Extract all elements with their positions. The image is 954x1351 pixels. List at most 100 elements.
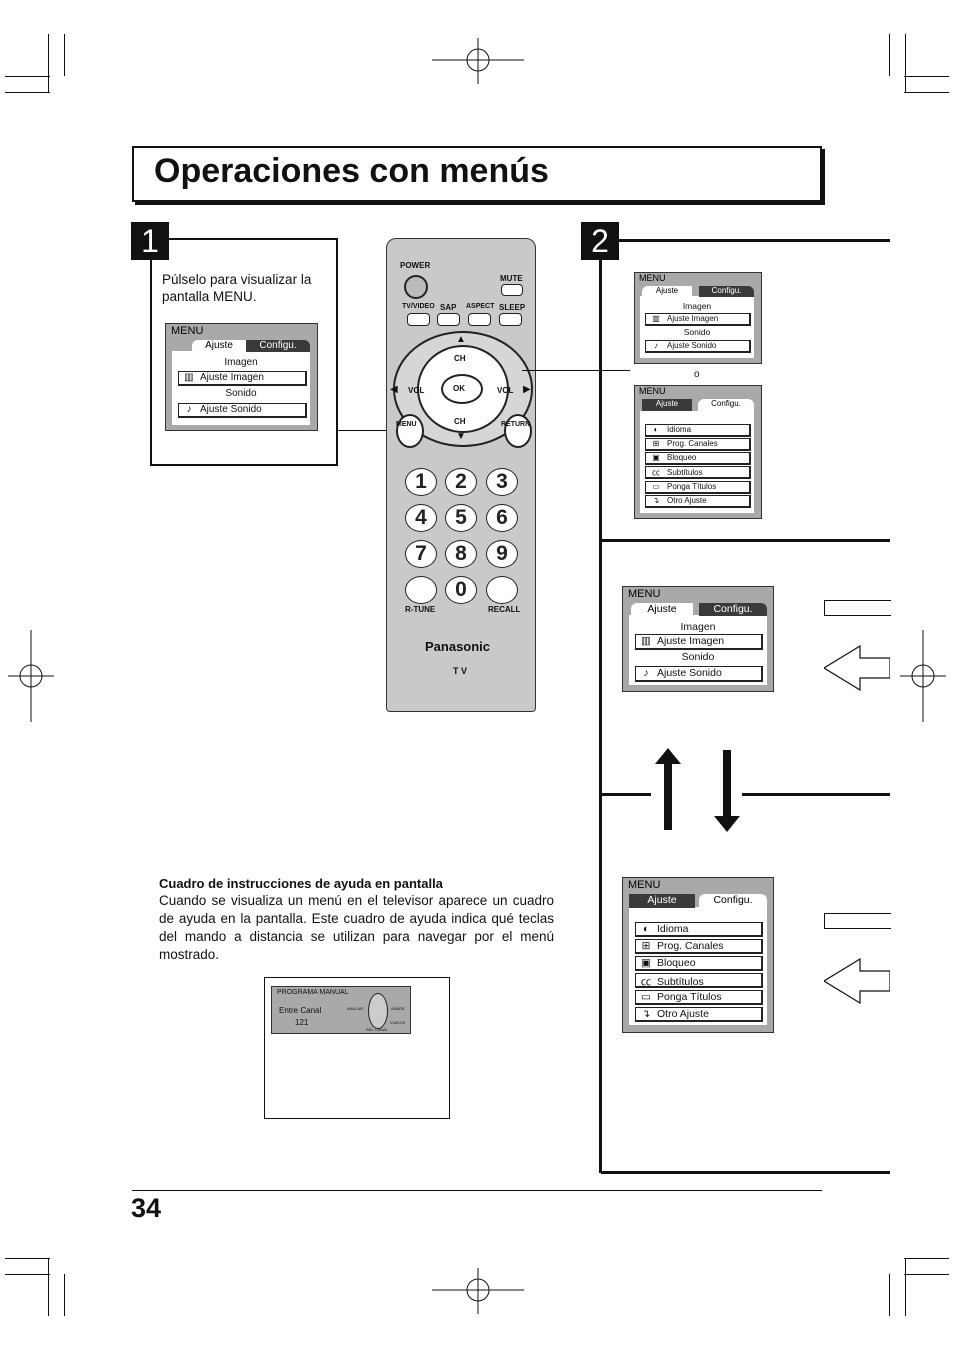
menu-label: MENU [396,421,417,428]
mute-button[interactable] [501,284,523,296]
sap-button[interactable] [437,313,460,326]
ch-up-label: CH [454,354,466,363]
imagen-label: Imagen [680,621,716,633]
digit-3-button[interactable]: 3 [486,468,518,496]
menu-header: MENU [171,325,204,337]
menu-screen-picture-small: MENU Ajuste Configu. Imagen ▥Ajuste Imag… [634,272,762,364]
recall-button[interactable] [486,576,518,604]
menu-item-label: Subtítulos [667,468,703,477]
menu-item-ajuste-sonido: ♪ Ajuste Sonido [645,340,751,353]
menu-item-label: Prog. Canales [657,940,724,952]
power-button[interactable] [404,275,428,299]
crop-mark [48,34,49,92]
tab-configu: Configu. [246,340,310,352]
channel-icon: ⊞ [641,940,651,952]
digit-7-button[interactable]: 7 [405,540,437,568]
menu-item-label: Subtítulos [657,976,704,988]
lock-icon: ▣ [652,453,660,462]
r-tune-label: R-TUNE [405,605,436,614]
tv-label: T V [453,666,468,676]
menu-item-idioma: ◐Idioma [645,424,751,437]
crop-mark [5,92,50,93]
vuelve-label: VUELVE [390,1020,406,1025]
digit-6-button[interactable]: 6 [486,504,518,532]
registration-mark [432,1268,524,1314]
arrow-down-icon [714,750,740,832]
menu-item-label: Otro Ajuste [657,1008,709,1020]
menu-button[interactable] [396,414,424,448]
digit-2-button[interactable]: 2 [445,468,477,496]
menu-item-label: Ajuste Sonido [667,341,717,350]
digit-5-button[interactable]: 5 [445,504,477,532]
crop-mark [5,1274,50,1275]
step2-number: 2 [581,222,619,260]
arrow-up-icon[interactable]: ▲ [456,334,466,345]
menu-item-ponga-titulos: ▭Ponga Títulos [645,481,751,494]
page-title-box: Operaciones con menús [132,146,822,202]
digit-9-button[interactable]: 9 [486,540,518,568]
menu-item-label: Ajuste Imagen [657,635,725,647]
callout-line [336,430,394,431]
menu-screen-setup-large: MENU Ajuste Configu. ◐Idioma ⊞Prog. Cana… [622,877,774,1033]
arrow-left-icon[interactable]: ◀ [390,384,398,395]
other-settings-icon: ↴ [641,1008,651,1020]
tab-ajuste: Ajuste [629,894,695,908]
help-text: Cuando se visualiza un menú en el televi… [159,893,554,962]
menu-item-bloqueo: ▣Bloqueo [645,452,751,465]
picture-icon: ▥ [652,314,660,323]
help-title: Cuadro de instrucciones de ayuda en pant… [159,876,443,891]
power-label: POWER [400,261,431,270]
arrow-right-icon[interactable]: ▶ [523,384,531,395]
nav-pad-icon [368,993,388,1029]
menu-item-label: Ajuste Imagen [667,314,719,323]
arrow-down-icon[interactable]: ▼ [456,431,466,442]
ch-down-label: CH [454,417,466,426]
digit-1-button[interactable]: 1 [405,468,437,496]
menu-item-ajuste-sonido: ♪Ajuste Sonido [635,666,763,682]
crop-mark [904,76,949,77]
tab-ajuste: Ajuste [192,340,246,352]
crop-mark [904,92,949,93]
digit-4-button[interactable]: 4 [405,504,437,532]
sap-label: SAP [440,303,457,312]
sleep-button[interactable] [499,313,522,326]
step2-left-rule [599,260,602,1173]
menu-item-prog-canales: ⊞ Prog. Canales [635,939,763,954]
step1-box [150,238,338,466]
music-note-icon: ♪ [186,404,192,415]
ok-button[interactable] [441,374,483,404]
menu-item-label: Ajuste Sonido [657,667,722,679]
channel-icon: ⊞ [652,439,660,448]
menu-item-ajuste-imagen: ▥ Ajuste Imagen [645,313,751,326]
menu-screen-setup-small: MENU Ajuste Configu. ◐Idioma ⊞Prog. Cana… [634,385,762,519]
ok-label: OK [453,384,465,393]
anade-label: AÑADE [391,1006,405,1011]
imagen-label: Imagen [224,357,258,368]
imagen-label: Imagen [682,301,712,311]
tab-configu: Configu. [698,399,754,411]
anular-label: ANULAR [347,1006,364,1011]
menu-item-label: Ajuste Imagen [200,372,264,383]
tab-configu: Configu. [699,894,767,908]
vol-up-label: VOL [497,386,514,395]
crop-mark [904,1258,949,1259]
crop-mark [889,1274,890,1316]
menu-item-label: Ponga Títulos [657,991,722,1003]
menu-header: MENU [628,879,661,891]
sonido-label: Sonido [225,388,257,399]
digit-0-button[interactable]: 0 [445,576,477,604]
language-icon: ◐ [653,425,659,434]
crop-mark [48,1258,49,1316]
r-tune-button[interactable] [405,576,437,604]
recall-label: RECALL [488,605,521,614]
digit-8-button[interactable]: 8 [445,540,477,568]
callout-bar [824,913,891,929]
tv-video-button[interactable] [407,313,430,326]
step1-instruction: Púlselo para visualizar la pantalla MENU… [162,272,312,304]
arrow-up-icon [655,748,681,830]
music-note-icon: ♪ [654,341,658,350]
return-button[interactable] [504,414,532,448]
return-label: RETURN [501,421,531,428]
aspect-button[interactable] [468,313,491,326]
other-settings-icon: ↴ [652,496,660,505]
